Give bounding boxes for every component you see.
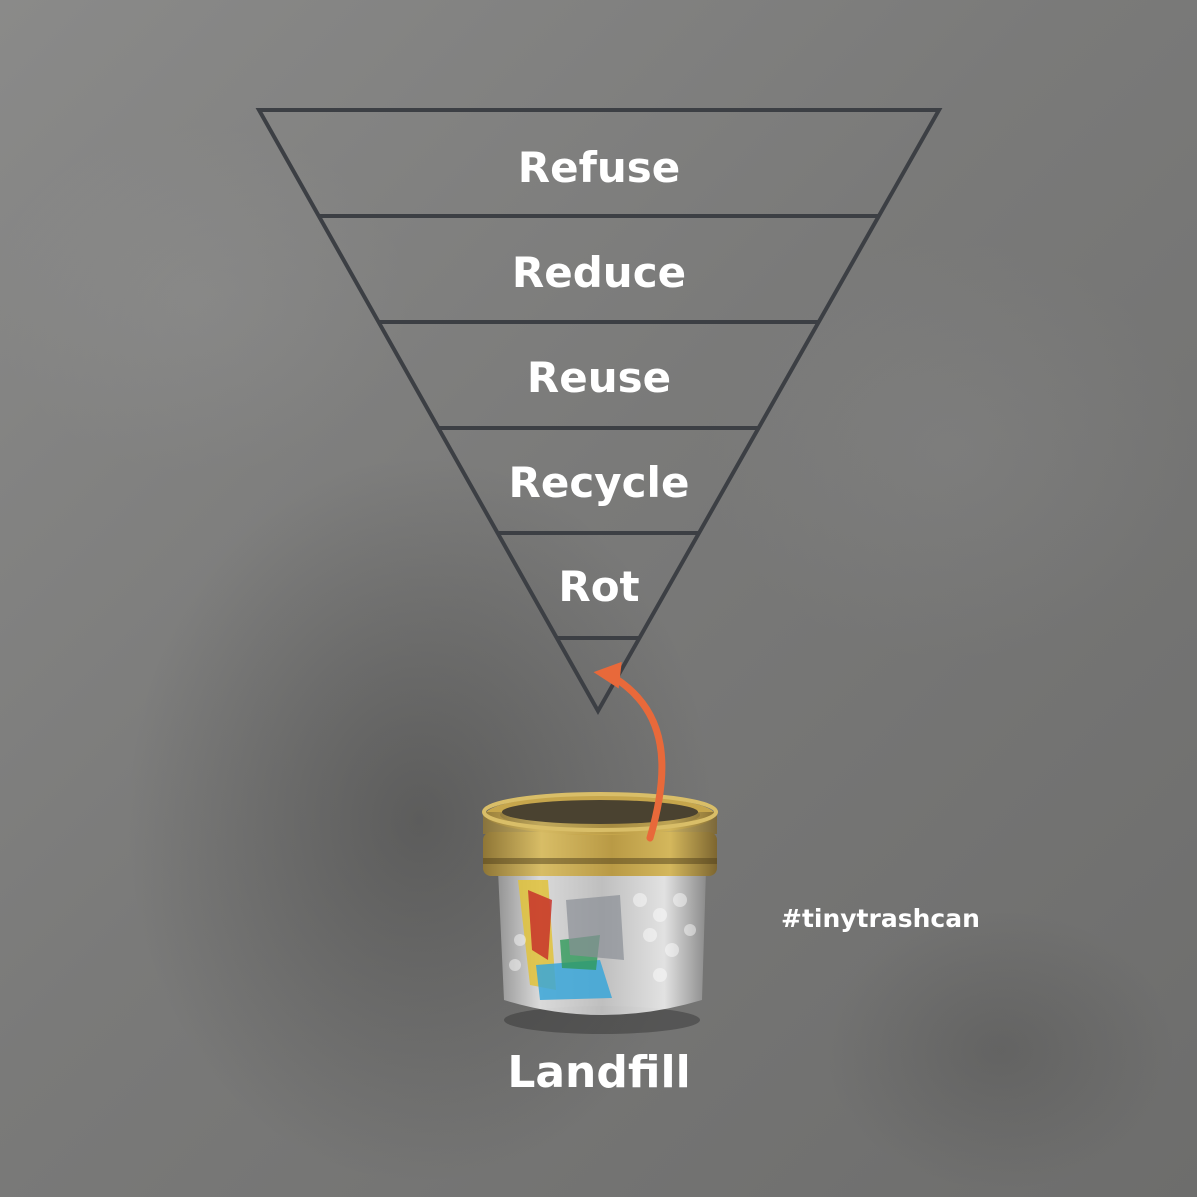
level-label-refuse: Refuse <box>518 143 680 192</box>
landfill-label: Landfill <box>507 1047 690 1098</box>
mason-jar-icon <box>482 792 718 1034</box>
curved-arrow-icon <box>593 661 666 842</box>
level-label-reuse: Reuse <box>527 353 671 402</box>
hashtag-label: #tinytrashcan <box>781 904 980 933</box>
level-label-recycle: Recycle <box>509 458 690 507</box>
hierarchy-funnel: Refuse Reduce Reuse Recycle Rot <box>255 108 943 716</box>
level-label-rot: Rot <box>558 562 639 611</box>
level-label-reduce: Reduce <box>512 248 686 297</box>
funnel-outline <box>255 108 943 716</box>
